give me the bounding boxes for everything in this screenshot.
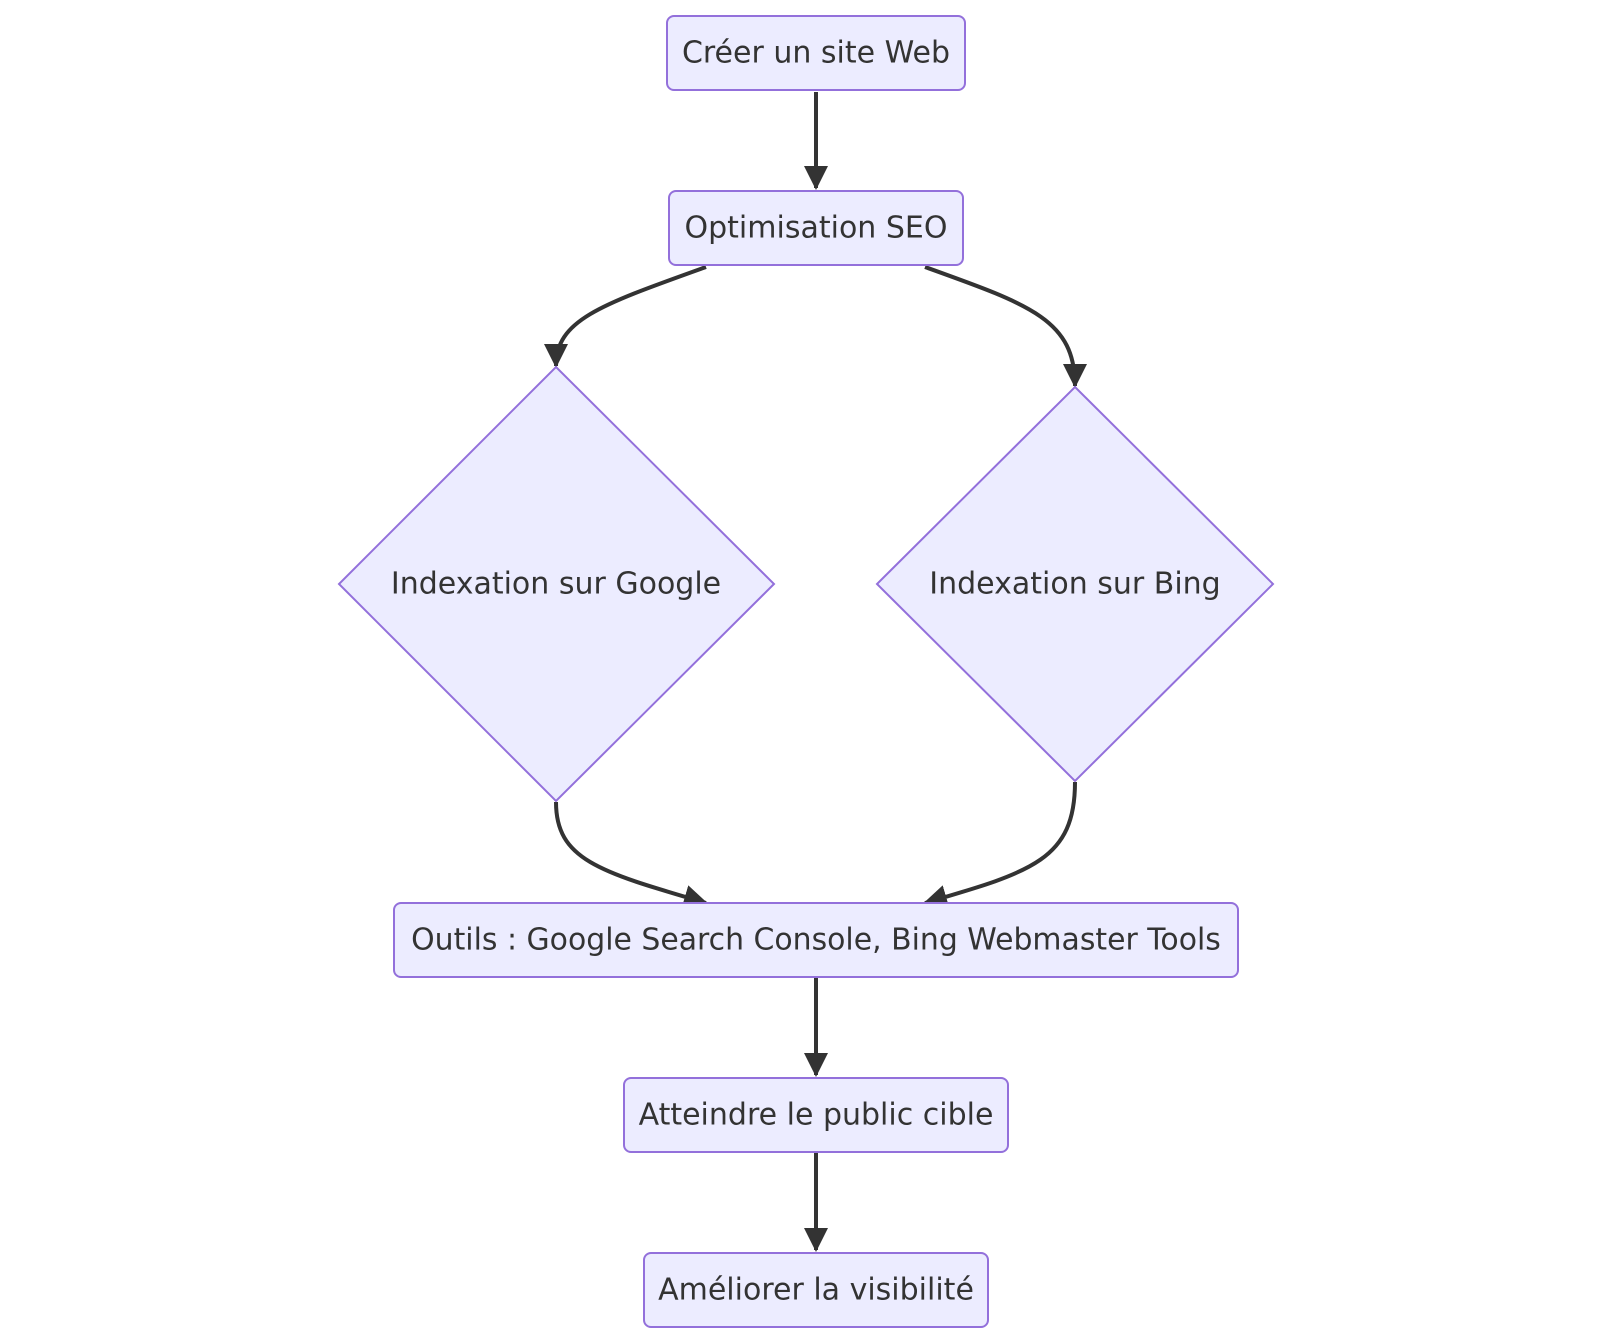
node-google-index: Indexation sur Google (337, 365, 776, 803)
node-visibility: Améliorer la visibilité (643, 1252, 989, 1328)
node-target-label: Atteindre le public cible (639, 1098, 994, 1133)
edge-seo-to-google-index (544, 265, 707, 368)
node-bing-index-label: Indexation sur Bing (929, 567, 1220, 602)
node-bing-index: Indexation sur Bing (875, 385, 1275, 783)
node-create-site: Créer un site Web (666, 15, 966, 91)
node-target: Atteindre le public cible (623, 1077, 1009, 1153)
edge-bing-index-to-tools (923, 781, 1077, 909)
node-create-site-label: Créer un site Web (682, 36, 950, 71)
edge-google-index-to-tools (554, 801, 708, 909)
node-tools: Outils : Google Search Console, Bing Web… (393, 902, 1239, 978)
edge-seo-to-bing-index (924, 265, 1087, 388)
node-tools-label: Outils : Google Search Console, Bing Web… (411, 923, 1221, 958)
node-seo: Optimisation SEO (668, 190, 964, 266)
node-google-index-label: Indexation sur Google (391, 567, 721, 602)
node-seo-label: Optimisation SEO (685, 211, 948, 246)
node-visibility-label: Améliorer la visibilité (658, 1273, 974, 1308)
edges (544, 92, 1087, 1252)
